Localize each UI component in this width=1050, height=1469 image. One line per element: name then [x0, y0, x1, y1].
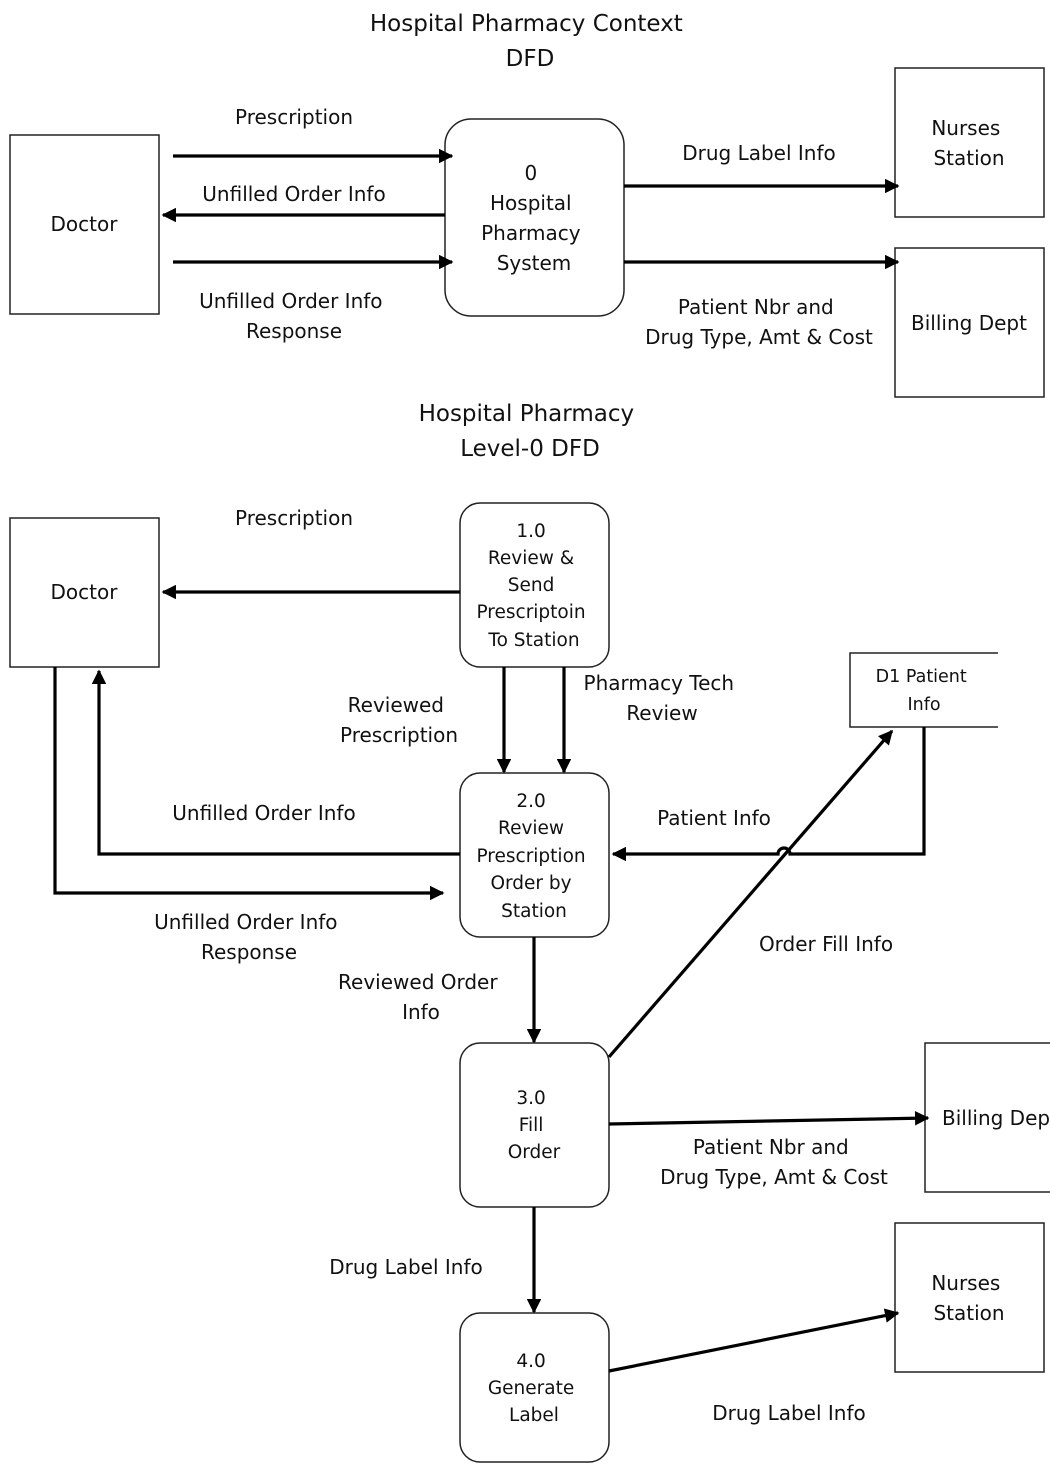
- flow-patient-nbr-label: Patient Nbr and Drug Type, Amt & Cost: [660, 1135, 888, 1189]
- flow-patient-nbr-to-billing: [608, 1111, 930, 1126]
- level0-doctor-label: Doctor: [51, 580, 119, 604]
- flow-unfilled-order-info: [91, 669, 460, 856]
- flow-drug-label-in-label: Drug Label Info: [329, 1255, 483, 1279]
- flow-unfilled-order-response: [53, 667, 445, 901]
- context-flow-patient-nbr-label: Patient Nbr and Drug Type, Amt & Cost: [645, 295, 873, 349]
- flow-prescription-label: Prescription: [235, 506, 353, 530]
- context-billing-dept-entity: [894, 247, 1045, 398]
- context-flow-prescription-label: Prescription: [235, 105, 353, 129]
- process-1-label: 1.0 Review & Send Prescriptoin To Statio…: [476, 521, 591, 651]
- context-process-0-label: 0 Hospital Pharmacy System: [481, 161, 587, 275]
- datastore-d1-label: D1 Patient Info: [876, 667, 973, 715]
- context-doctor-entity: [9, 134, 160, 315]
- context-billing-dept-label: Billing Dept: [911, 311, 1027, 335]
- level0-nurses-station-label: Nurses Station: [931, 1271, 1006, 1325]
- context-title: Hospital Pharmacy Context DFD: [370, 11, 690, 72]
- context-process-0: [444, 118, 625, 317]
- context-nurses-station-label: Nurses Station: [931, 116, 1006, 170]
- level0-title: Hospital Pharmacy Level-0 DFD: [419, 401, 642, 462]
- process-1-review-send: [459, 502, 610, 668]
- context-doctor-label: Doctor: [51, 212, 119, 236]
- flow-drug-label-to-nurses: [608, 1308, 900, 1373]
- flow-patient-info: [611, 727, 926, 862]
- level0-billing-dept-entity: [924, 1042, 1050, 1193]
- level0-nurses-station-entity: [894, 1222, 1045, 1373]
- flow-reviewed-order-info-label: Reviewed Order Info: [338, 970, 504, 1024]
- flow-order-fill-info: [607, 729, 894, 1059]
- flow-order-fill-info-label: Order Fill Info: [759, 932, 893, 956]
- context-nurses-station-entity: [894, 67, 1045, 218]
- level0-billing-dept-label: Billing Dept: [942, 1106, 1050, 1130]
- process-4-label: 4.0 Generate Label: [488, 1351, 580, 1426]
- flow-unfilled-order-response-label: Unfilled Order Info Response: [154, 910, 344, 964]
- process-3-label: 3.0 Fill Order: [508, 1088, 561, 1163]
- level0-dfd: Hospital Pharmacy Level-0 DFD Doctor 1.0…: [9, 401, 1050, 1463]
- datastore-d1-patient-info: [849, 652, 998, 728]
- flow-pharmacy-tech-review-label: Pharmacy Tech Review: [584, 671, 741, 725]
- flow-reviewed-prescription-label: Reviewed Prescription: [340, 693, 458, 747]
- context-flow-unfilled-order-label: Unfilled Order Info: [202, 182, 385, 206]
- process-2-label: 2.0 Review Prescription Order by Station: [476, 791, 591, 922]
- context-flow-drug-label-label: Drug Label Info: [682, 141, 836, 165]
- context-dfd: Hospital Pharmacy Context DFD Doctor 0 H…: [9, 11, 1045, 398]
- flow-unfilled-order-info-label: Unfilled Order Info: [172, 801, 355, 825]
- flow-patient-info-label: Patient Info: [657, 806, 771, 830]
- level0-doctor-entity: [9, 517, 160, 668]
- context-flow-unfilled-response-label: Unfilled Order Info Response: [199, 289, 389, 343]
- flow-drug-label-out-label: Drug Label Info: [712, 1401, 866, 1425]
